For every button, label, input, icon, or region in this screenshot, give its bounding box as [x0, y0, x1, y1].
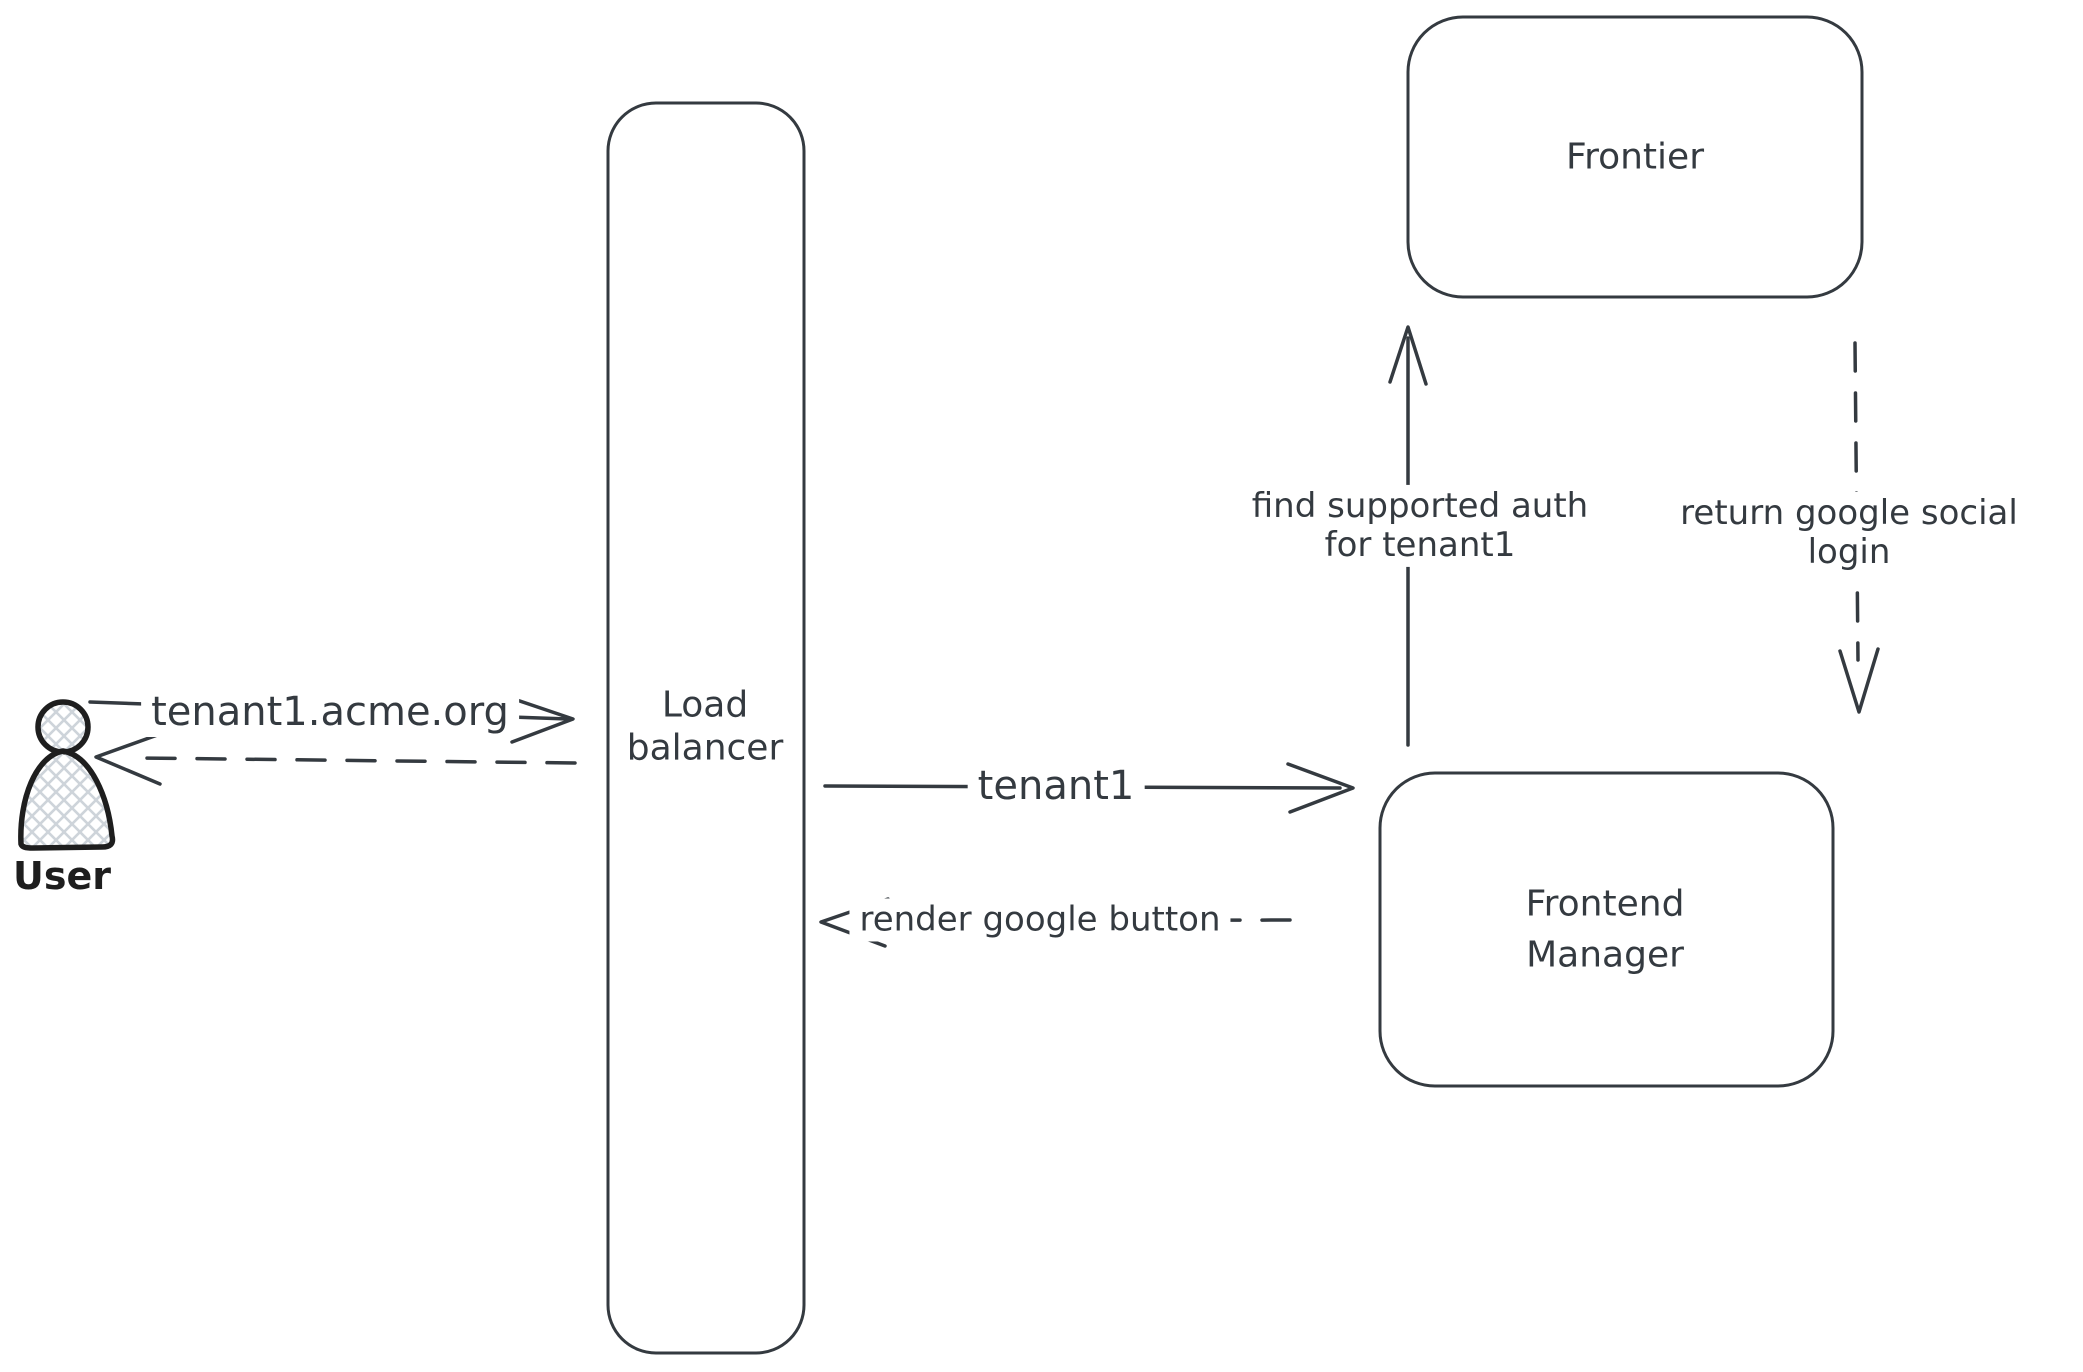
arrow-label-return-google-social-login-line1: return google social — [1680, 492, 2018, 533]
frontier-label: Frontier — [1565, 136, 1705, 178]
arrow-label-find-supported-auth-line2: for tenant1 — [1324, 525, 1516, 565]
arrow-label-render-google-button: render google button — [849, 898, 1231, 942]
load-balancer-label-line1: Load — [661, 684, 749, 726]
frontier-box — [1406, 15, 1864, 299]
frontend-manager-label-line2: Manager — [1526, 934, 1684, 976]
arrow-label-tenant1-acme-org: tenant1.acme.org — [141, 687, 519, 737]
arrow-label-return-google-social-login-line2: login — [1807, 532, 1891, 572]
frontend-manager-box — [1378, 771, 1835, 1088]
load-balancer-label-line2: balancer — [626, 727, 784, 769]
arrow-label-return-google-social-login: return google social login — [1670, 491, 2028, 575]
arrow-label-tenant1: tenant1 — [967, 761, 1145, 811]
arrow-label-find-supported-auth: find supported auth for tenant1 — [1241, 484, 1599, 568]
arrow-label-find-supported-auth-line1: find supported auth — [1251, 485, 1589, 526]
arrow-load-balancer-to-user — [94, 731, 577, 786]
user-label: User — [13, 854, 111, 899]
load-balancer-box — [606, 101, 806, 1355]
frontend-manager-label-line1: Frontend — [1525, 883, 1685, 925]
user-person-icon — [18, 699, 116, 851]
